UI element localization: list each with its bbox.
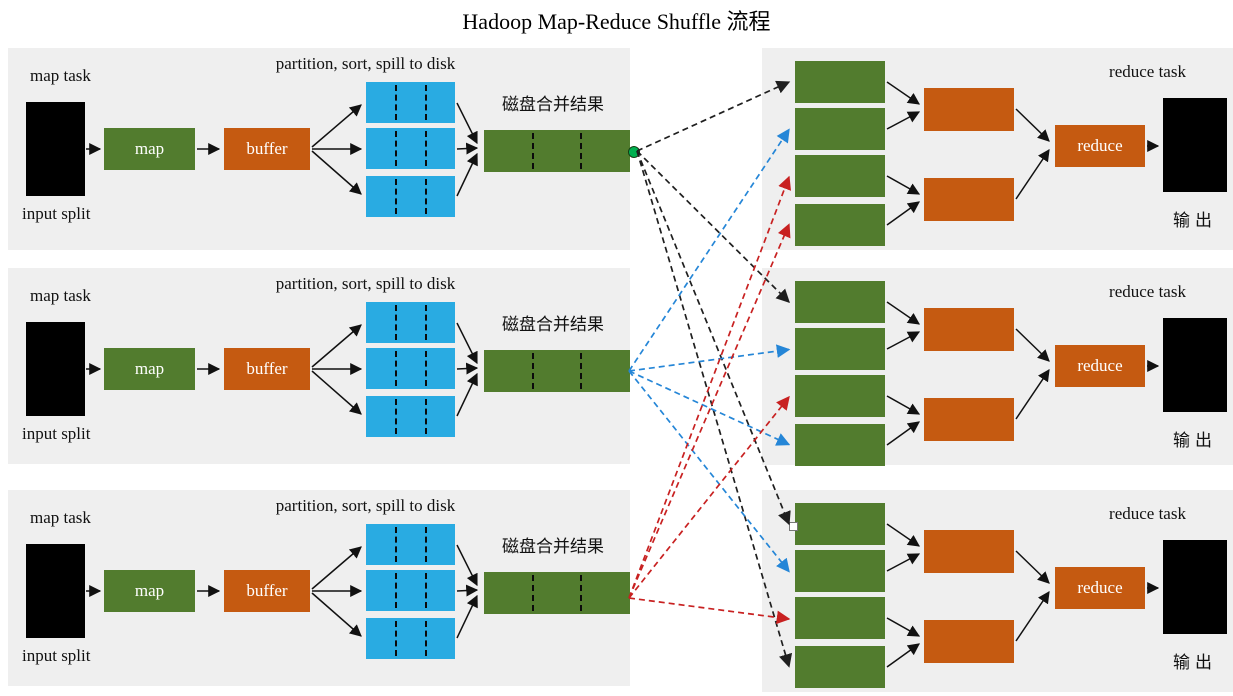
shuffle-input-box bbox=[795, 204, 885, 246]
buffer-box: buffer bbox=[224, 128, 310, 170]
reduce-task-panel-2: reduce task reduce 输出 bbox=[762, 268, 1233, 466]
map-task-label: map task bbox=[30, 286, 91, 305]
shuffle-input-box bbox=[795, 61, 885, 103]
shuffle-input-box bbox=[795, 281, 885, 323]
map-task-panel-2: map task input split map buffer partitio… bbox=[8, 268, 630, 464]
map-box: map bbox=[104, 128, 195, 170]
map-task-panel-3: map task input split map buffer partitio… bbox=[8, 490, 630, 686]
merge-box bbox=[924, 178, 1014, 221]
buffer-box: buffer bbox=[224, 570, 310, 612]
input-split-box bbox=[26, 322, 85, 416]
input-split-box bbox=[26, 102, 85, 196]
output-box bbox=[1163, 318, 1227, 412]
map-task-label: map task bbox=[30, 66, 91, 85]
input-split-label: input split bbox=[22, 424, 91, 443]
spill-file-box bbox=[366, 570, 455, 611]
shuffle-input-box bbox=[795, 646, 885, 688]
shuffle-input-box bbox=[795, 597, 885, 639]
spill-file-box bbox=[366, 176, 455, 217]
spill-file-box bbox=[366, 524, 455, 565]
buffer-box: buffer bbox=[224, 348, 310, 390]
merge-box bbox=[924, 530, 1014, 573]
reduce-box: reduce bbox=[1055, 125, 1145, 167]
selection-handle-artifact bbox=[789, 522, 798, 531]
reduce-box: reduce bbox=[1055, 567, 1145, 609]
output-label: 输出 bbox=[1173, 431, 1217, 450]
spill-file-box bbox=[366, 396, 455, 437]
spill-file-box bbox=[366, 618, 455, 659]
input-split-box bbox=[26, 544, 85, 638]
spill-file-box bbox=[366, 348, 455, 389]
reduce-task-label: reduce task bbox=[1109, 504, 1186, 523]
input-split-label: input split bbox=[22, 646, 91, 665]
shuffle-input-box bbox=[795, 328, 885, 370]
output-label: 输出 bbox=[1173, 211, 1217, 230]
reduce-task-label: reduce task bbox=[1109, 282, 1186, 301]
reduce-task-label: reduce task bbox=[1109, 62, 1186, 81]
spill-file-box bbox=[366, 128, 455, 169]
merge-box bbox=[924, 88, 1014, 131]
merge-box bbox=[924, 398, 1014, 441]
merge-result-box bbox=[484, 130, 630, 172]
merge-box bbox=[924, 308, 1014, 351]
spill-label: partition, sort, spill to disk bbox=[275, 54, 456, 73]
spill-file-box bbox=[366, 302, 455, 343]
shuffle-input-box bbox=[795, 375, 885, 417]
shuffle-input-box bbox=[795, 503, 885, 545]
output-label: 输出 bbox=[1173, 653, 1217, 672]
output-box bbox=[1163, 540, 1227, 634]
merge-result-label: 磁盘合并结果 bbox=[502, 95, 604, 114]
merge-result-label: 磁盘合并结果 bbox=[502, 537, 604, 556]
shuffle-input-box bbox=[795, 550, 885, 592]
shuffle-input-box bbox=[795, 155, 885, 197]
map-box: map bbox=[104, 570, 195, 612]
page-title: Hadoop Map-Reduce Shuffle 流程 bbox=[462, 9, 771, 34]
shuffle-input-box bbox=[795, 424, 885, 466]
shuffle-input-box bbox=[795, 108, 885, 150]
input-split-label: input split bbox=[22, 204, 91, 223]
spill-file-box bbox=[366, 82, 455, 123]
map-task-label: map task bbox=[30, 508, 91, 527]
spill-label: partition, sort, spill to disk bbox=[275, 274, 456, 293]
merge-result-box bbox=[484, 572, 630, 614]
spill-label: partition, sort, spill to disk bbox=[275, 496, 456, 515]
merge-output-dot bbox=[628, 146, 640, 158]
reduce-task-panel-3: reduce task reduce 输出 bbox=[762, 490, 1233, 692]
reduce-task-panel-1: reduce task reduce 输出 bbox=[762, 48, 1233, 250]
merge-result-box bbox=[484, 350, 630, 392]
map-task-panel-1: map task input split map buffer partitio… bbox=[8, 48, 640, 250]
merge-result-label: 磁盘合并结果 bbox=[502, 315, 604, 334]
reduce-box: reduce bbox=[1055, 345, 1145, 387]
output-box bbox=[1163, 98, 1227, 192]
map-box: map bbox=[104, 348, 195, 390]
merge-box bbox=[924, 620, 1014, 663]
